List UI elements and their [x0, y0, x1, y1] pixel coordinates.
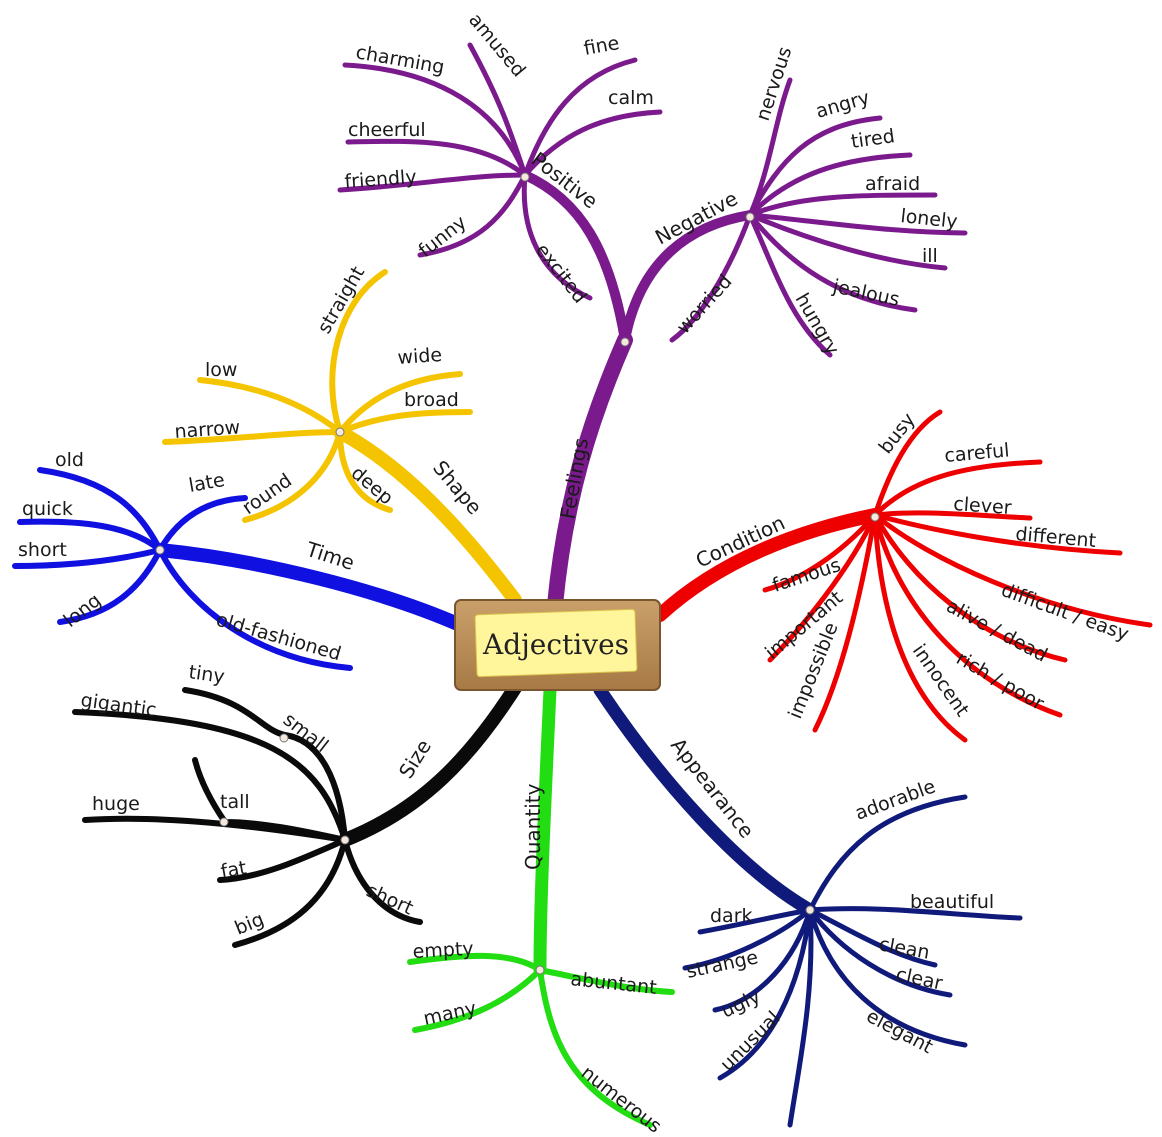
leaf-label: fine — [582, 32, 621, 60]
center-node: Adjectives — [454, 599, 661, 691]
leaf-label: ill — [922, 245, 938, 267]
branch-time — [12, 467, 467, 671]
leaf-label: cheerful — [348, 119, 426, 141]
branch-label-quantity: Quantity — [521, 783, 545, 870]
leaf-label: different — [1015, 523, 1097, 552]
leaf-label: friendly — [344, 166, 417, 193]
branch-label-time: Time — [303, 537, 358, 575]
leaf-label: strange — [684, 946, 760, 983]
leaf-label: low — [205, 359, 237, 381]
leaf-label: broad — [404, 389, 459, 411]
branch-label-size: Size — [394, 735, 436, 783]
leaf-label: afraid — [865, 173, 920, 195]
leaf-label: elegant — [863, 1005, 937, 1058]
leaf-label: abuntant — [569, 968, 657, 999]
leaf-label: many — [421, 997, 478, 1030]
branch-shape — [162, 269, 522, 607]
leaf-label: empty — [412, 938, 474, 963]
leaf-label: dark — [710, 905, 753, 927]
leaf-label: hungry — [791, 290, 844, 359]
leaf-label: numerous — [577, 1062, 666, 1137]
leaf-label: calm — [608, 87, 654, 109]
leaf-label: clean — [877, 933, 931, 964]
leaf-label: clever — [953, 493, 1013, 519]
leaf-label: huge — [92, 793, 140, 815]
leaf-label: tiny — [187, 661, 226, 688]
leaf-label: narrow — [174, 416, 241, 443]
leaf-label: worried — [672, 271, 736, 339]
leaf-label: short — [18, 539, 67, 561]
leaf-label: quick — [22, 498, 73, 520]
center-title: Adjectives — [482, 628, 629, 661]
leaf-label: angry — [813, 87, 872, 123]
branch-label-feelings: Feelings — [555, 436, 593, 521]
leaf-label: late — [187, 469, 226, 497]
branch-appearance — [593, 683, 1023, 1128]
leaf-label: long — [60, 589, 106, 632]
leaf-label: old — [55, 449, 84, 471]
leaf-label: ugly — [718, 985, 764, 1022]
branch-feelings — [337, 42, 968, 613]
leaf-label: clear — [894, 963, 945, 994]
leaf-label: jealous — [830, 275, 902, 311]
leaf-label: excited — [531, 240, 591, 308]
leaf-label: amused — [464, 9, 530, 81]
junction-dots — [155, 172, 880, 975]
leaf-label: beautiful — [910, 891, 994, 913]
leaf-label: fat — [219, 857, 248, 883]
branch-quantity — [407, 683, 675, 1128]
leaf-label: tired — [850, 125, 897, 153]
leaf-label: tall — [220, 791, 250, 813]
leaf-label: funny — [415, 211, 471, 262]
leaf-label: wide — [397, 344, 443, 369]
leaf-label: old-fashioned — [214, 609, 344, 666]
branch-condition — [653, 409, 1153, 743]
